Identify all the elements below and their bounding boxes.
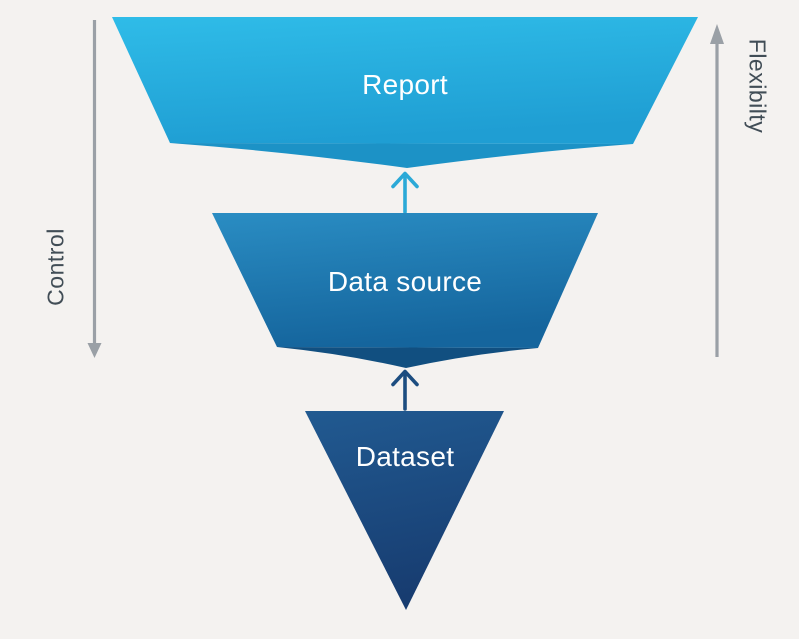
control-axis-down-arrow-icon <box>87 20 102 358</box>
data-source-segment <box>212 213 598 348</box>
data-source-segment-fold <box>277 347 538 368</box>
report-segment-fold <box>170 143 633 168</box>
up-arrow-icon <box>391 369 419 411</box>
dataset-segment <box>305 411 504 610</box>
flexibility-axis-up-arrow-icon <box>710 24 724 357</box>
up-arrow-icon <box>391 171 419 214</box>
report-segment <box>112 17 698 144</box>
